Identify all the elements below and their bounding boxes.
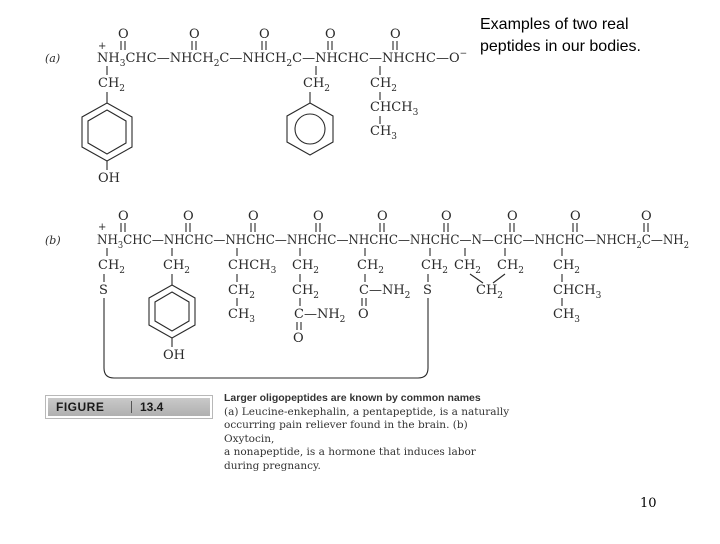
structure-a-label: (a) (45, 52, 60, 65)
structure-b-leucine: CH2 CHCH3 CH3 (553, 248, 602, 325)
structure-a-tyrosine-side-chain: CH2 OH (81, 66, 133, 186)
svg-text:CH3: CH3 (228, 307, 255, 325)
page-number: 10 (640, 496, 657, 511)
svg-text:CH2: CH2 (98, 76, 125, 94)
svg-text:CHCH3: CHCH3 (228, 258, 277, 276)
svg-text:CH2: CH2 (370, 76, 397, 94)
structure-b-glutamine: CH2 CH2 C—NH2 O (292, 248, 345, 346)
svg-text:CH3: CH3 (370, 124, 397, 142)
svg-text:CH2: CH2 (357, 258, 384, 276)
caption-line: during pregnancy. (224, 459, 321, 472)
carbonyl-oxygen: O (259, 27, 270, 42)
svg-text:CH2: CH2 (454, 258, 481, 276)
svg-text:O: O (248, 209, 259, 224)
structure-b-asparagine: CH2 C—NH2 O (357, 248, 410, 322)
benzene-ring-icon (286, 102, 334, 156)
svg-text:O: O (358, 307, 369, 322)
svg-text:CHCH3: CHCH3 (553, 283, 602, 301)
figure-label-box: FIGURE 13.4 (45, 395, 213, 419)
structure-a-carbonyls: O O O O O (118, 27, 401, 50)
svg-text:CH2: CH2 (497, 258, 524, 276)
structure-b-label: (b) (45, 234, 61, 247)
svg-text:CH2: CH2 (292, 283, 319, 301)
svg-text:O: O (293, 331, 304, 346)
structure-a-charge: + (98, 41, 106, 52)
structure-a: (a) + NH3CHC—NHCH2C—NHCH2C—NHCHC—NHCHC—O… (45, 27, 467, 186)
svg-text:CH2: CH2 (476, 283, 503, 301)
structure-b-cysteine-1: CH2 S (98, 248, 125, 298)
carbonyl-oxygen: O (118, 27, 129, 42)
svg-text:CH2: CH2 (228, 283, 255, 301)
structure-b-cysteine-6: CH2 S (421, 248, 448, 298)
structure-a-leucine-branch: CHCH3 CH3 (370, 92, 419, 142)
structure-a-backbone: NH3CHC—NHCH2C—NHCH2C—NHCHC—NHCHC—O− (97, 49, 467, 69)
note-line: Examples of two real (480, 16, 629, 33)
svg-text:C—NH2: C—NH2 (359, 283, 410, 301)
svg-text:CH2: CH2 (98, 258, 125, 276)
structure-b: (b) + NH3CHC—NHCHC—NHCHC—NHCHC—NHCHC—NHC… (45, 209, 689, 379)
carbonyl-oxygen: O (325, 27, 336, 42)
structure-b-proline-ring: CH2 CH2 CH2 (454, 248, 524, 301)
benzene-ring-icon (148, 284, 196, 339)
slide-note: Examples of two real peptides in our bod… (480, 14, 710, 58)
svg-text:CH2: CH2 (292, 258, 319, 276)
svg-text:S: S (423, 283, 432, 298)
figure-separator (131, 401, 132, 413)
disulfide-bridge (103, 298, 429, 379)
note-line: peptides in our bodies. (480, 38, 641, 55)
svg-text:O: O (118, 209, 129, 224)
svg-text:CHCH3: CHCH3 (370, 100, 419, 118)
svg-text:O: O (441, 209, 452, 224)
caption-heading: Larger oligopeptides are known by common… (224, 392, 481, 404)
carbonyl-oxygen: O (189, 27, 200, 42)
figure-word: FIGURE (56, 400, 105, 414)
structure-b-tyrosine: CH2 OH (148, 248, 196, 363)
structure-b-backbone: NH3CHC—NHCHC—NHCHC—NHCHC—NHCHC—NHCHC—N—C… (97, 233, 689, 251)
svg-text:O: O (641, 209, 652, 224)
figure-number: 13.4 (140, 400, 164, 414)
caption-line: occurring pain reliever found in the bra… (224, 419, 468, 445)
structure-b-isoleucine: CHCH3 CH2 CH3 (228, 248, 277, 325)
figure-label-bar: FIGURE 13.4 (48, 398, 210, 416)
carbonyl-oxygen: O (390, 27, 401, 42)
caption-line: (a) Leucine-enkephalin, a pentapeptide, … (224, 405, 510, 418)
svg-text:CH2: CH2 (553, 258, 580, 276)
caption-line: a nonapeptide, is a hormone that induces… (224, 446, 476, 458)
svg-text:OH: OH (98, 171, 120, 186)
svg-text:O: O (313, 209, 324, 224)
svg-text:O: O (183, 209, 194, 224)
figure-caption: Larger oligopeptides are known by common… (224, 392, 514, 473)
svg-text:O: O (377, 209, 388, 224)
svg-text:C—NH2: C—NH2 (294, 307, 345, 325)
svg-text:CH2: CH2 (303, 76, 330, 94)
structure-a-leucine-side-chain: CH2 (370, 66, 397, 94)
svg-text:OH: OH (163, 348, 185, 363)
svg-text:O: O (570, 209, 581, 224)
benzene-ring-icon (81, 102, 133, 162)
svg-text:CH2: CH2 (163, 258, 190, 276)
svg-text:CH3: CH3 (553, 307, 580, 325)
svg-text:S: S (99, 283, 108, 298)
structure-b-carbonyls: O O O O O O O O O (118, 209, 652, 232)
svg-text:O: O (507, 209, 518, 224)
structure-b-charge: + (98, 222, 106, 233)
svg-text:CH2: CH2 (421, 258, 448, 276)
structure-a-phenylalanine-side-chain: CH2 (286, 66, 334, 156)
